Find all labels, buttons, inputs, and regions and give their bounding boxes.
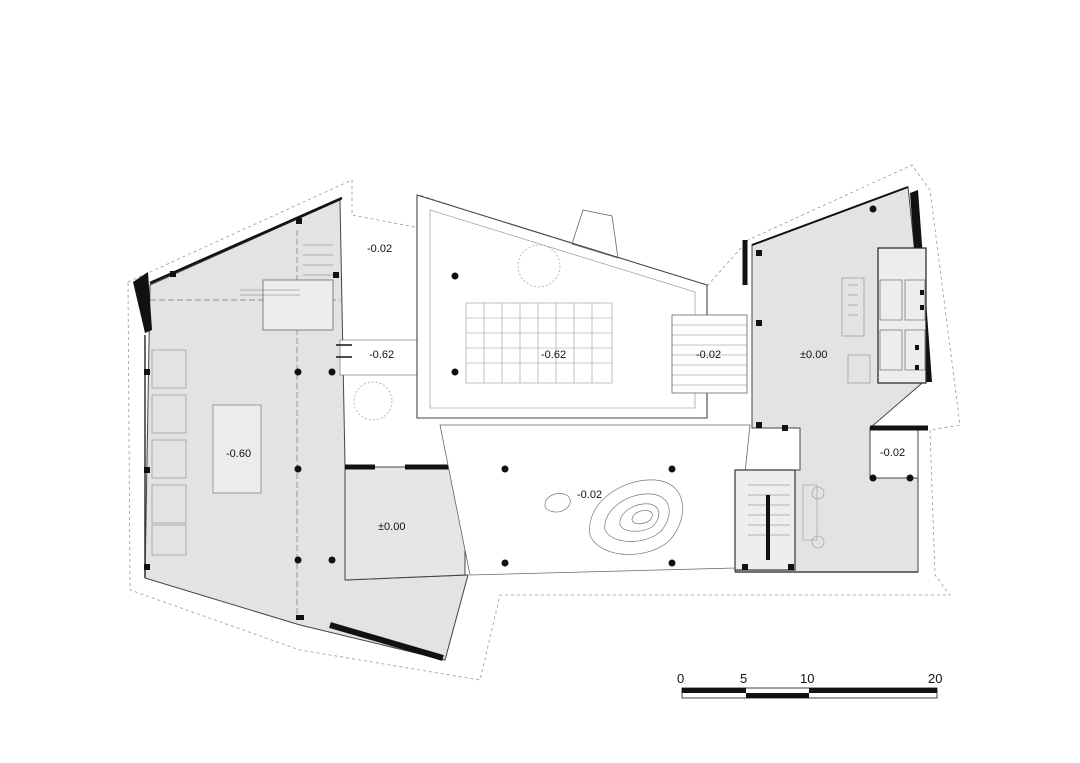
- scale-bar: 0 5 10 20: [677, 671, 942, 699]
- level-courtyard: -0.02: [577, 489, 602, 501]
- right-tables: [802, 484, 825, 549]
- level-left-hall: -0.60: [226, 448, 251, 460]
- toilet-stalls: [879, 279, 926, 371]
- left-wall-bottom: [329, 622, 444, 661]
- level-left-link: -0.62: [369, 349, 394, 361]
- auditorium-columns: [451, 272, 459, 376]
- right-columns: [742, 205, 914, 570]
- scale-outline: [681, 687, 938, 699]
- left-stair-treads: [240, 244, 333, 296]
- level-lobby: ±0.00: [378, 521, 405, 533]
- level-right-small: -0.02: [880, 447, 905, 459]
- auditorium-outline: [416, 194, 708, 419]
- left-wall-nw: [133, 272, 152, 333]
- scale-segment-2: [746, 693, 809, 698]
- right-counter: [841, 277, 871, 384]
- scale-label-10: 10: [800, 671, 814, 686]
- auditorium: [416, 194, 748, 419]
- left-wall-top: [149, 196, 343, 285]
- scale-label-0: 0: [677, 671, 684, 686]
- right-wall-nw: [751, 186, 909, 246]
- scale-segment-1: [682, 688, 746, 693]
- left-counter: [212, 404, 262, 494]
- left-furniture-row: [151, 349, 187, 556]
- courtyard-columns: [501, 465, 676, 567]
- left-link: [339, 339, 421, 376]
- scale-segment-3: [809, 688, 937, 693]
- tree-icon: [517, 244, 561, 288]
- scale-label-20: 20: [928, 671, 942, 686]
- auditorium-seating: [465, 302, 613, 384]
- level-top-terrace: -0.02: [367, 243, 392, 255]
- scale-label-5: 5: [740, 671, 747, 686]
- right-building: [734, 186, 932, 573]
- left-building: [133, 196, 475, 661]
- pond-contours: [544, 479, 683, 555]
- stage-steps: [671, 314, 748, 394]
- level-auditorium: -0.62: [541, 349, 566, 361]
- right-stair: [734, 469, 796, 571]
- auditorium-booth: [571, 209, 619, 259]
- level-stair-landing: -0.02: [696, 349, 721, 361]
- left-hall-floor: [144, 199, 469, 661]
- toilet-fixtures: [915, 290, 924, 370]
- stage-step-lines: [672, 324, 747, 386]
- left-columns: [144, 218, 339, 620]
- left-stair: [262, 279, 334, 331]
- tree-icon: [353, 381, 393, 421]
- auditorium-inner: [429, 209, 696, 409]
- level-right-hall: ±0.00: [800, 349, 827, 361]
